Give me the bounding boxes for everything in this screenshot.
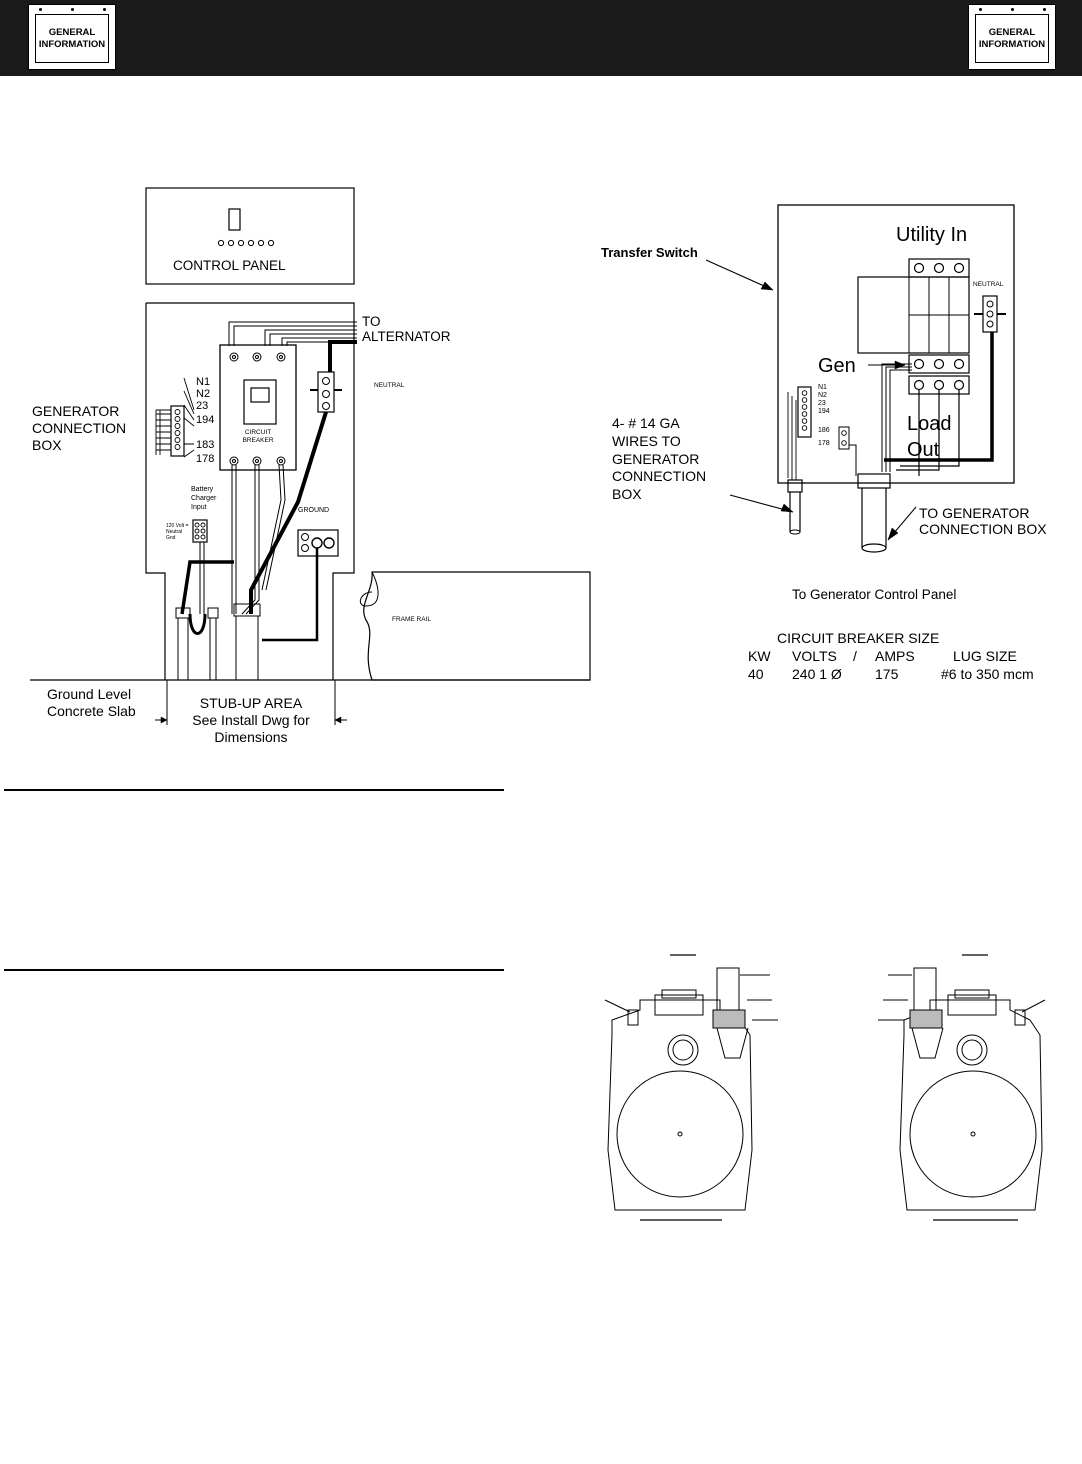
ground-wire — [262, 548, 319, 642]
stub-up-conduits — [175, 603, 261, 680]
to-alternator-line1: TO — [362, 314, 381, 329]
wires-note-line5: BOX — [612, 486, 642, 502]
neutral-label: NEUTRAL — [374, 382, 405, 389]
regulator-drawing-left — [604, 954, 778, 1221]
outlet-label-line3: Gnd — [166, 535, 176, 541]
terminal-label-194: 194 — [196, 414, 214, 426]
breaker-row-amps: 175 — [875, 666, 899, 682]
to-gen-box-line2: CONNECTION BOX — [919, 521, 1047, 537]
ground-level-line1: Ground Level — [47, 686, 131, 702]
wires-note-line1: 4- # 14 GA — [612, 415, 680, 431]
wires-note-line3: GENERATOR — [612, 451, 699, 467]
badge-left-line1: GENERAL — [48, 26, 96, 38]
stub-up-line3: Dimensions — [214, 729, 287, 745]
transfer-switch-enclosure — [777, 204, 1015, 484]
breaker-table-title: CIRCUIT BREAKER SIZE — [777, 630, 939, 646]
outlet-label-line2: Neutral — [166, 529, 182, 535]
control-panel-buttons — [217, 239, 275, 247]
transfer-switch-label: Transfer Switch — [601, 245, 698, 260]
ts-terminal-n2: N2 — [818, 392, 827, 399]
to-gen-box-line1: TO GENERATOR — [919, 505, 1029, 521]
terminal-label-183: 183 — [196, 439, 214, 451]
gen-label: Gen — [818, 355, 856, 377]
frame-rail-label: FRAME RAIL — [392, 616, 431, 623]
stub-up-line2: See Install Dwg for — [192, 712, 310, 728]
gen-conn-box-line3: BOX — [32, 437, 62, 453]
neutral-lead — [328, 340, 357, 372]
wires-note-line2: WIRES TO — [612, 433, 681, 449]
gen-conn-box-line2: CONNECTION — [32, 420, 126, 436]
badge-left-line2: INFORMATION — [38, 38, 106, 50]
control-panel-display — [228, 208, 241, 231]
frame-rail — [363, 571, 591, 681]
breaker-label-line1: CIRCUIT — [245, 429, 271, 436]
breaker-header-kw: KW — [748, 648, 771, 664]
control-panel-box — [145, 187, 355, 285]
control-panel-label: CONTROL PANEL — [173, 258, 286, 273]
badge-right-line1: GENERAL — [988, 26, 1036, 38]
transfer-switch-labels: Transfer Switch Utility In NEUTRAL Gen L… — [601, 224, 1047, 602]
circuit-breaker-body — [219, 344, 297, 471]
badge-right-line2: INFORMATION — [978, 38, 1046, 50]
battery-charger-line3: Input — [191, 504, 207, 511]
ts-terminal-178: 178 — [818, 440, 830, 447]
ground-label: GROUND — [298, 507, 329, 514]
load-conductors — [231, 464, 286, 615]
terminal-strip — [170, 405, 185, 457]
to-alternator-line2: ALTERNATOR — [362, 329, 451, 344]
breaker-handle — [250, 387, 270, 403]
transfer-switch-diagram — [705, 204, 1015, 553]
to-control-panel-label: To Generator Control Panel — [792, 587, 956, 602]
outlet-label-line1: 120 Volt = — [166, 523, 188, 529]
battery-charger-line2: Charger — [191, 495, 217, 502]
general-information-badge-right: GENERAL INFORMATION — [968, 4, 1056, 70]
section-divider-1 — [4, 789, 504, 791]
neutral-conductor — [249, 411, 328, 614]
terminal-label-178: 178 — [196, 453, 214, 465]
ts-terminal-194: 194 — [818, 408, 830, 415]
ts-terminal-strip — [797, 386, 812, 438]
ts-neutral-conductor — [884, 332, 994, 462]
breaker-header-slash: / — [853, 648, 857, 664]
breaker-handle-frame — [243, 379, 277, 425]
breaker-row-volts: 240 1 Ø — [792, 666, 842, 682]
terminal-label-n1: N1 — [196, 376, 210, 388]
stub-up-line1: STUB-UP AREA — [200, 695, 303, 711]
breaker-row-kw: 40 — [748, 666, 764, 682]
breaker-header-volts: VOLTS — [792, 648, 837, 664]
load-out-line1: Load — [907, 413, 952, 435]
breaker-label-line2: BREAKER — [242, 437, 273, 444]
breaker-row-lug: #6 to 350 mcm — [941, 666, 1034, 682]
terminal-label-23: 23 — [196, 400, 208, 412]
page-header-bar: GENERAL INFORMATION GENERAL INFORMATION — [0, 0, 1082, 76]
ts-terminal-23: 23 — [818, 400, 826, 407]
breaker-lugs — [229, 352, 286, 466]
utility-in-label: Utility In — [896, 224, 967, 246]
ground-level-line2: Concrete Slab — [47, 703, 136, 719]
breaker-header-lug: LUG SIZE — [953, 648, 1017, 664]
breaker-header-amps: AMPS — [875, 648, 915, 664]
connection-box-diagram — [30, 187, 591, 725]
terminal-label-n2: N2 — [196, 388, 210, 400]
regulator-drawing-right — [878, 954, 1046, 1221]
connection-box-outline — [145, 302, 355, 680]
section-divider-2 — [4, 969, 504, 971]
ts-terminal-n1: N1 — [818, 384, 827, 391]
ts-terminal-186: 186 — [818, 427, 830, 434]
ts-neutral-label: NEUTRAL — [973, 281, 1004, 288]
connection-box-labels: CONTROL PANEL TO ALTERNATOR GENERATOR CO… — [32, 258, 451, 745]
battery-charger-line1: Battery — [191, 486, 214, 493]
load-out-line2: Out — [907, 439, 940, 461]
general-information-badge-left: GENERAL INFORMATION — [28, 4, 116, 70]
gen-conn-box-line1: GENERATOR — [32, 403, 119, 419]
breaker-size-table: CIRCUIT BREAKER SIZE KW VOLTS / AMPS LUG… — [748, 630, 1034, 682]
wires-note-line4: CONNECTION — [612, 468, 706, 484]
charger-wire — [180, 560, 234, 615]
